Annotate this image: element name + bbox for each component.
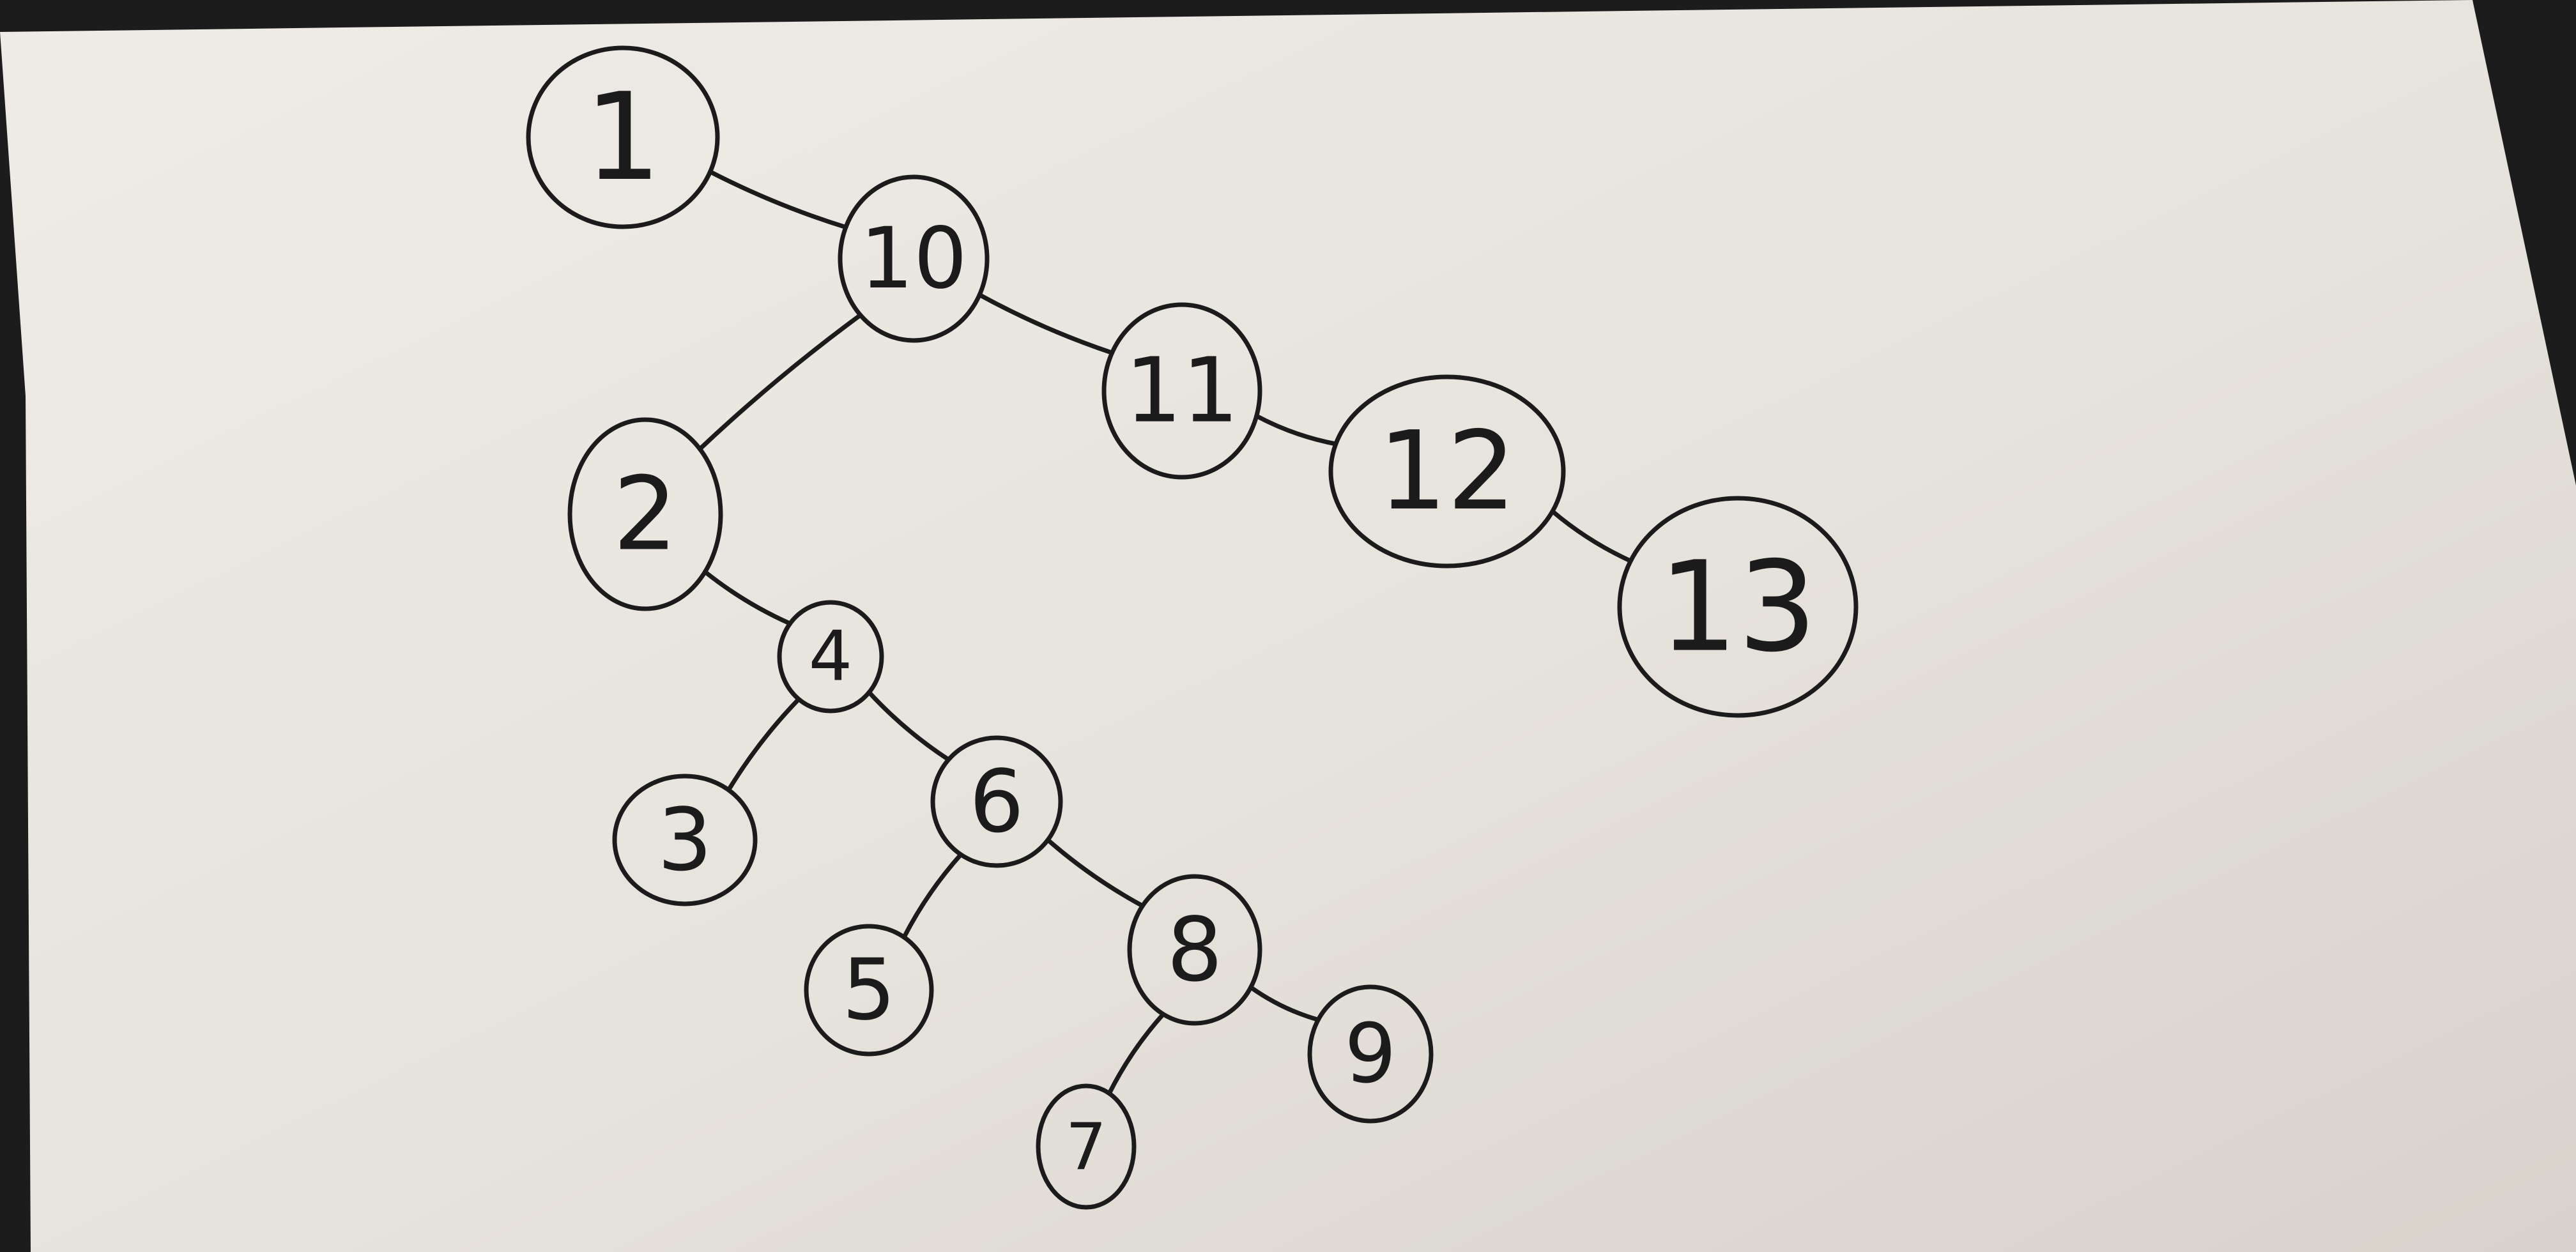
tree-node-6: 6 (930, 735, 1063, 868)
node-circle-1 (526, 45, 720, 229)
node-circle-11 (1101, 302, 1262, 480)
tree-node-3: 3 (612, 774, 758, 906)
tree-node-12: 12 (1328, 374, 1566, 569)
node-label-5: 5 (842, 941, 896, 1039)
node-label-13: 13 (1659, 535, 1817, 680)
tree-node-7: 7 (1036, 1083, 1137, 1210)
node-label-6: 6 (969, 752, 1024, 852)
edge-n11-n12 (1254, 413, 1338, 447)
node-label-9: 9 (1344, 1007, 1396, 1102)
edge-n8-n7 (1107, 1012, 1166, 1096)
node-circle-4 (777, 600, 884, 714)
node-circle-9 (1307, 984, 1434, 1124)
edge-n10-n2 (697, 312, 863, 452)
node-circle-12 (1328, 374, 1566, 569)
node-label-4: 4 (809, 617, 853, 697)
edge-n8-n9 (1248, 985, 1321, 1022)
node-circle-7 (1036, 1083, 1137, 1210)
tree-node-11: 11 (1101, 302, 1262, 480)
tree-node-13: 13 (1617, 496, 1859, 718)
node-circle-5 (804, 924, 934, 1057)
node-label-1: 1 (585, 67, 661, 208)
tree-node-9: 9 (1307, 984, 1434, 1124)
node-label-10: 10 (860, 210, 967, 308)
node-label-3: 3 (657, 790, 712, 890)
node-label-11: 11 (1125, 339, 1239, 443)
node-label-12: 12 (1378, 408, 1516, 535)
tree-node-5: 5 (804, 924, 934, 1057)
edge-n4-n3 (726, 697, 801, 793)
node-circle-6 (930, 735, 1063, 868)
node-circle-2 (567, 417, 723, 611)
edges-layer (697, 169, 1633, 1096)
node-circle-13 (1617, 496, 1859, 718)
edge-n2-n4 (703, 569, 793, 626)
tree-node-8: 8 (1127, 874, 1262, 1026)
tree-node-10: 10 (838, 174, 990, 343)
node-label-8: 8 (1167, 899, 1223, 1002)
tree-node-1: 1 (526, 45, 720, 229)
edge-n6-n5 (901, 852, 963, 940)
node-label-2: 2 (613, 455, 677, 574)
node-label-7: 7 (1066, 1109, 1107, 1184)
edge-n1-n10 (708, 169, 848, 230)
tree-node-4: 4 (777, 600, 884, 714)
edge-n12-n13 (1550, 509, 1633, 563)
tree-node-2: 2 (567, 417, 723, 611)
node-circle-10 (838, 174, 990, 343)
edge-n10-n11 (977, 293, 1115, 355)
nodes-layer: 1 10 2 11 12 13 4 3 65 8 7 9 (526, 45, 1859, 1210)
node-circle-3 (612, 774, 758, 906)
edge-n4-n6 (866, 690, 951, 762)
edge-n6-n8 (1045, 837, 1145, 908)
node-circle-8 (1127, 874, 1262, 1026)
